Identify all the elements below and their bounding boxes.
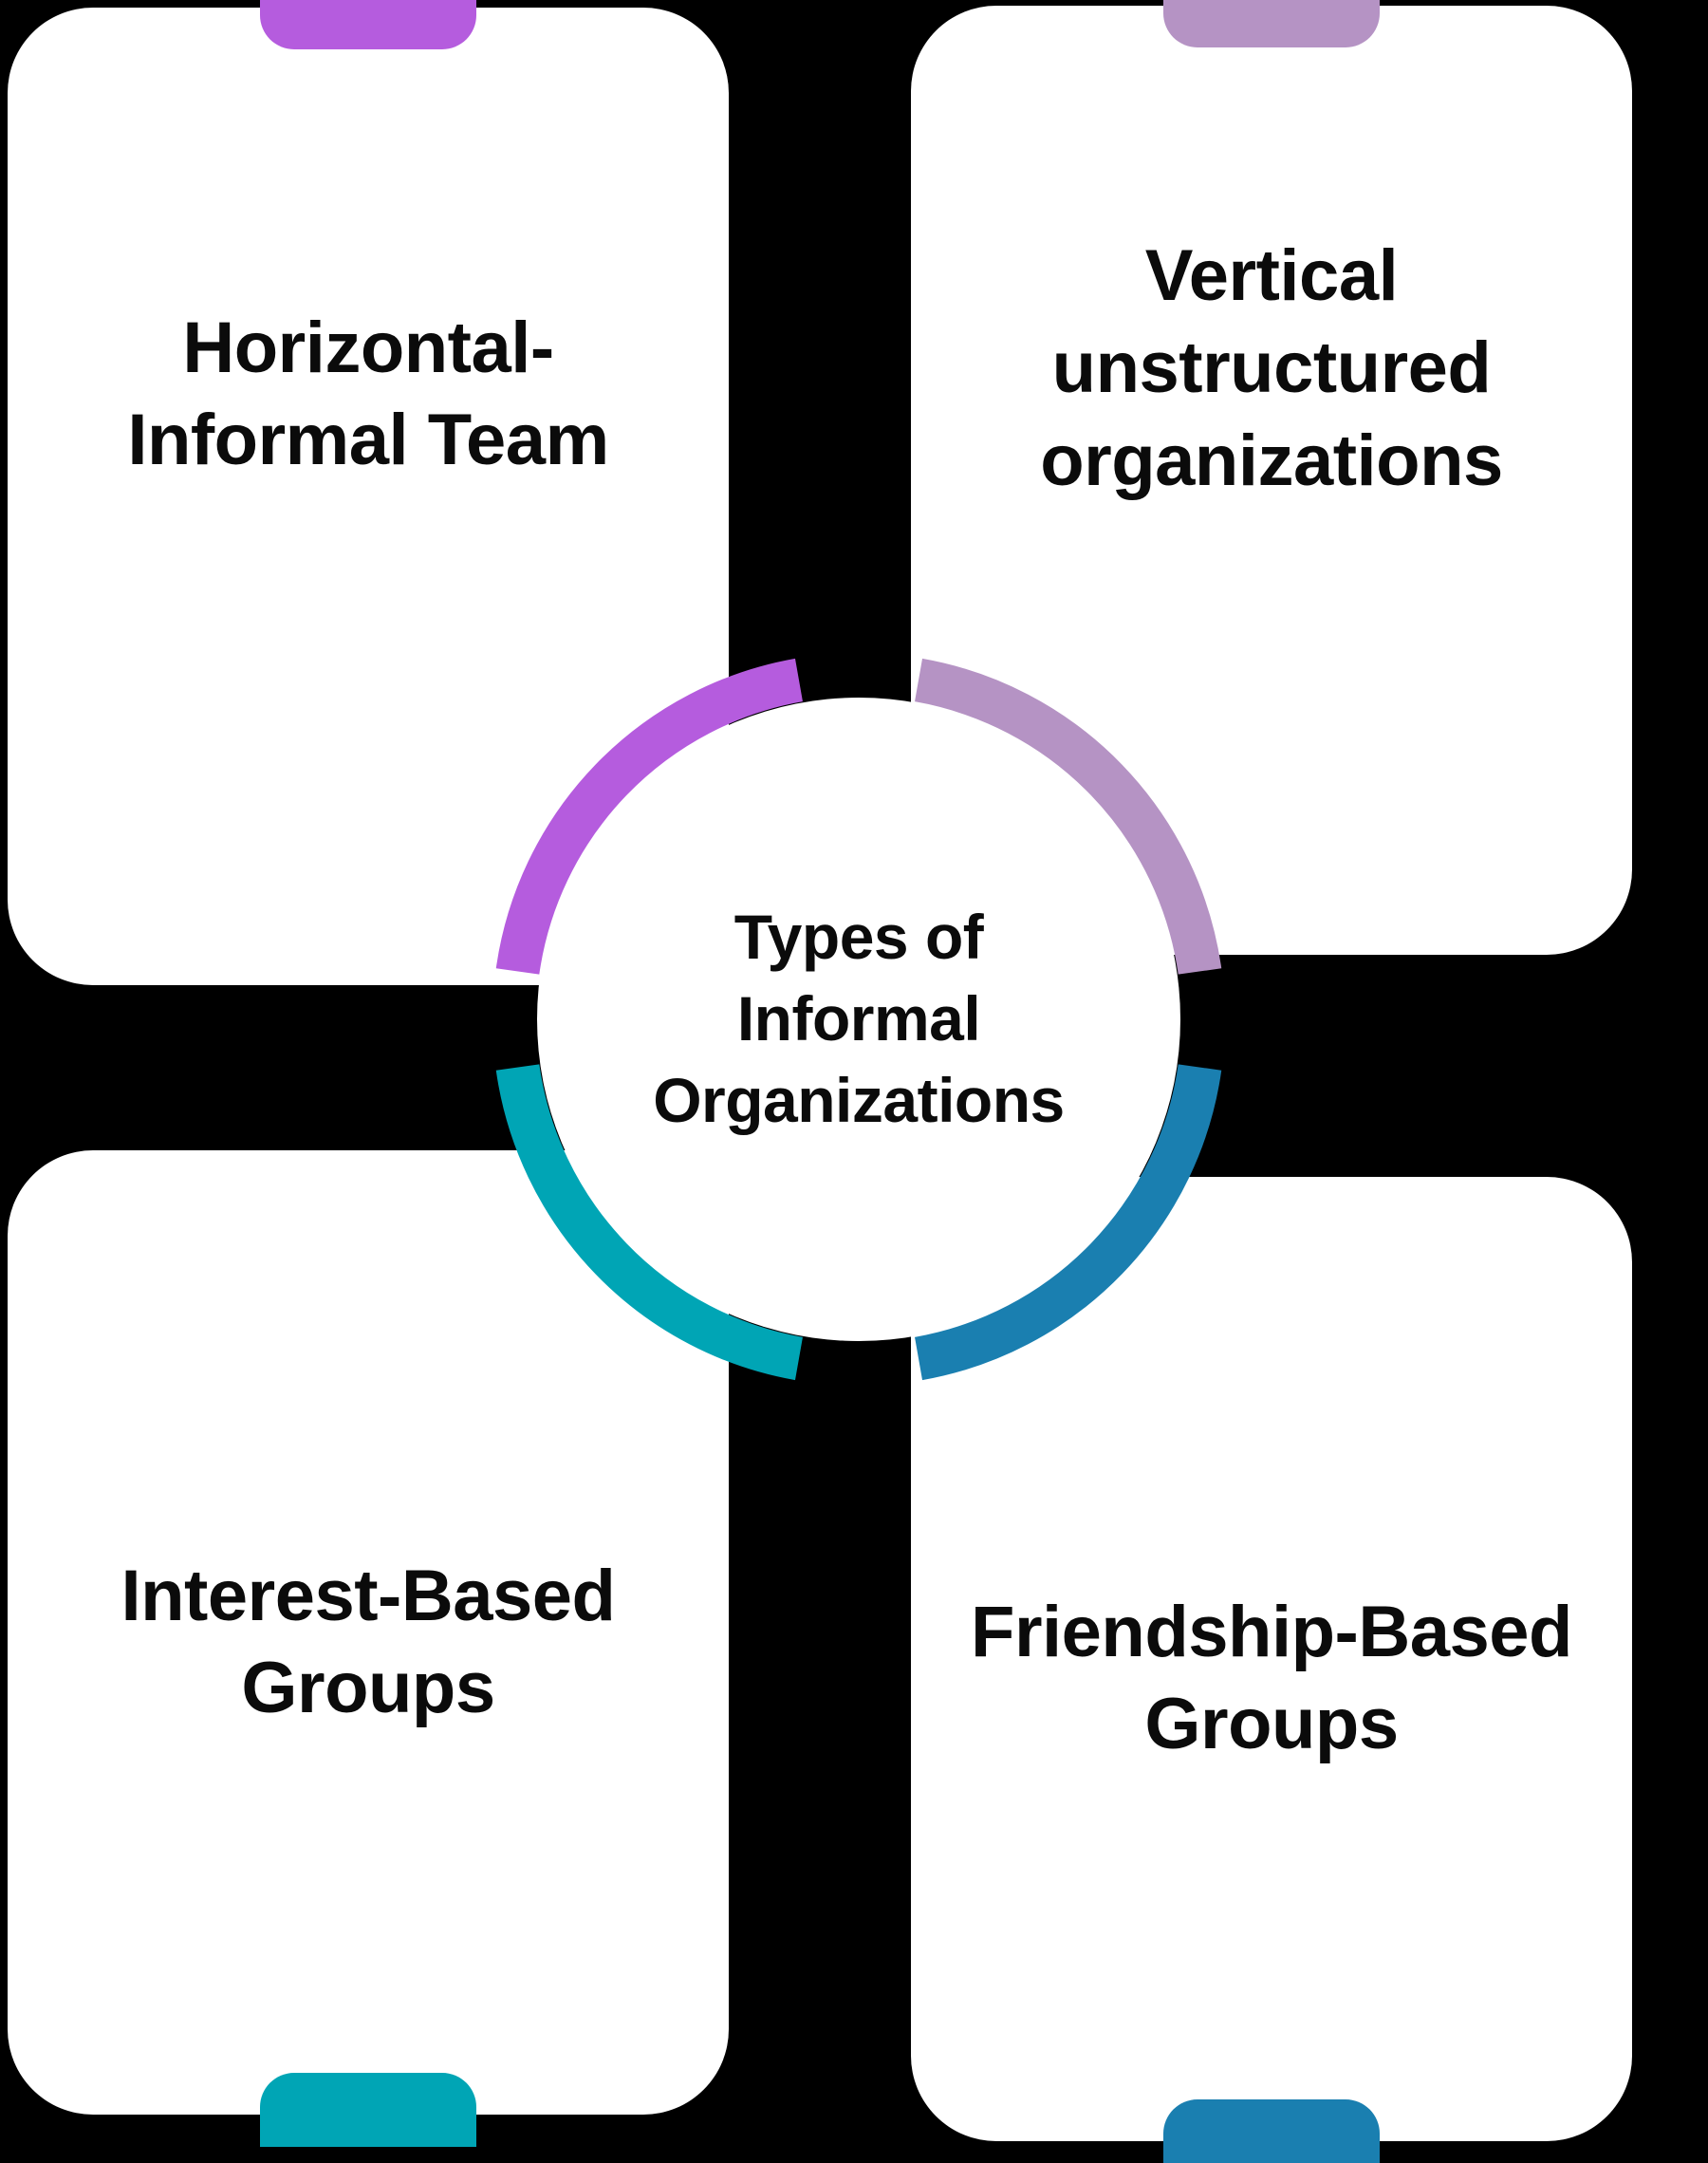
ring-segment-bottom-right-icon — [914, 1064, 1222, 1381]
card-label-horizontal-informal-team: Horizontal-Informal Team — [127, 307, 609, 480]
card-accent-tab-purple — [260, 0, 476, 49]
card-label-interest-based-groups: Interest-Based Groups — [121, 1555, 616, 1728]
card-accent-tab-light-purple — [1163, 0, 1380, 47]
ring-segment-top-right-icon — [914, 658, 1222, 975]
card-interest-based-groups[interactable]: Interest-Based Groups — [8, 1150, 729, 2147]
card-accent-tab-blue — [1163, 2099, 1380, 2163]
card-horizontal-informal-team[interactable]: Horizontal-Informal Team — [8, 0, 729, 985]
center-title: Types of Informal Organizations — [653, 902, 1065, 1135]
center-ring — [492, 653, 1225, 1386]
center-circle: Types of Informal Organizations — [537, 698, 1180, 1341]
ring-segment-top-left-icon — [495, 658, 804, 975]
ring-segment-bottom-left-icon — [495, 1064, 804, 1381]
card-accent-tab-teal — [260, 2073, 476, 2147]
card-label-vertical-unstructured-organizations: Vertical unstructured organizations — [1040, 235, 1503, 501]
card-label-friendship-based-groups: Friendship-Based Groups — [971, 1591, 1572, 1764]
